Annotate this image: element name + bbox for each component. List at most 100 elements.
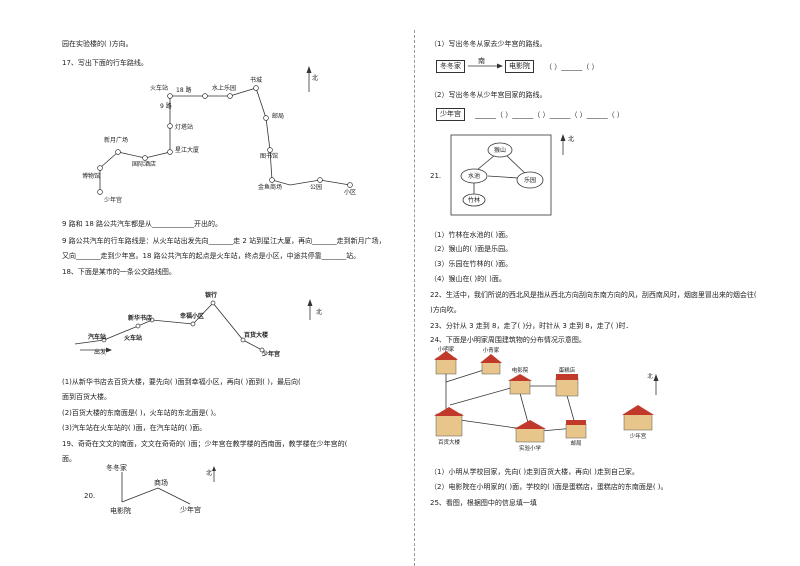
route1-blanks: （ ）______（ ） bbox=[545, 63, 599, 71]
label-museum: 博物馆 bbox=[82, 172, 100, 180]
node-monkey-hill bbox=[487, 142, 513, 158]
label-xiaoming-home: 小明家 bbox=[438, 345, 455, 353]
label-pond: 水池 bbox=[468, 172, 480, 180]
line-cinema-mall bbox=[121, 487, 159, 503]
label-post-office: 邮局 bbox=[272, 112, 284, 120]
building-xiaoming-home bbox=[434, 351, 458, 375]
building-cake-shop bbox=[555, 374, 579, 397]
label-cinema-24: 电影院 bbox=[512, 366, 529, 374]
left-line-7: (2)百货大楼的东南面是( )，火车站的东北面是( )。 bbox=[62, 409, 221, 417]
label-dongdong-home: 冬冬家 bbox=[106, 463, 127, 472]
label-xiaoqing-home: 小青家 bbox=[483, 346, 500, 354]
question-22-line-2: )方向吹。 bbox=[430, 306, 461, 314]
stop-car-station bbox=[101, 337, 107, 343]
stop-goldfish-mall bbox=[269, 177, 275, 183]
right-line-5: （3）乐园在竹林的( )面。 bbox=[430, 260, 513, 268]
north-arrow-head-24 bbox=[653, 374, 659, 381]
road-to-cinema bbox=[449, 385, 519, 406]
question-21-number: 21. bbox=[430, 172, 442, 180]
bus-route-map-18: 北 银行 幸福小区 新华书店 火车站 百货大楼 汽车站 少年宫 出发 bbox=[74, 291, 322, 358]
question-22-line-1: 22、生活中，我们所说的西北风是指从西北方向刮向东南方向的风，刮西南风时，烟囱里… bbox=[430, 291, 757, 299]
stop-xinyue-square bbox=[115, 149, 121, 155]
label-train-18: 火车站 bbox=[124, 334, 142, 342]
north-label-21: 北 bbox=[568, 135, 574, 143]
left-line-4: 又向_______走到少年宫。18 路公共汽车的起点是火车站，终点是小区，中途共… bbox=[62, 252, 361, 260]
question-17: 17、写出下面的行车路线。 bbox=[62, 59, 148, 67]
building-xiaoqing-home bbox=[480, 354, 502, 375]
right-line-4: （2）猴山的( )面是乐园。 bbox=[430, 245, 513, 253]
label-childrens-palace-20: 少年宫 bbox=[180, 505, 201, 514]
road-cake-post bbox=[565, 391, 576, 425]
label-bamboo: 竹林 bbox=[468, 196, 480, 204]
question-20-number: 20. bbox=[84, 492, 96, 500]
right-line-6: （4）猴山在( )的( )面。 bbox=[430, 275, 506, 283]
node-pond bbox=[460, 168, 488, 184]
question-23: 23、分针从 3 走到 8，走了( )分，时针从 3 走到 8，走了( )时． bbox=[430, 322, 633, 330]
stop-community bbox=[347, 182, 353, 188]
zoo-border bbox=[450, 134, 552, 216]
neighborhood-map-24: 北 小明家 小青家 电影院 蛋糕店 百货大楼 实验小学 邮局 少年宫 bbox=[434, 345, 659, 452]
column-divider bbox=[414, 30, 415, 566]
label-water-park: 水上乐园 bbox=[212, 84, 236, 92]
stop-post-office bbox=[263, 115, 269, 121]
label-intl-hotel: 国际酒店 bbox=[132, 160, 156, 168]
north-arrow-head-18 bbox=[307, 299, 313, 306]
label-school: 实验小学 bbox=[519, 444, 542, 452]
north-label-18: 北 bbox=[316, 308, 322, 316]
route2-start-box: 少年宫 bbox=[436, 108, 465, 121]
label-childrens-palace-24: 少年宫 bbox=[630, 432, 647, 440]
label-cake-shop: 蛋糕店 bbox=[559, 366, 576, 374]
label-post-office-24: 邮局 bbox=[570, 439, 581, 447]
building-school bbox=[514, 420, 546, 443]
stop-train-station-18 bbox=[135, 323, 141, 329]
stop-train-station bbox=[167, 93, 173, 99]
right-line-2: （2）写出冬冬从少年宫回家的路线。 bbox=[430, 91, 547, 99]
north-arrow-head-20 bbox=[212, 466, 216, 471]
label-mall: 商场 bbox=[154, 478, 168, 487]
label-monkey-hill: 猴山 bbox=[494, 146, 506, 154]
left-line-5: (1)从新华书店去百货大楼，要先向( )面到幸福小区，再向( )面到( )，最后… bbox=[62, 378, 301, 386]
left-line-3: 9 路公共汽车的行车路线是：从火车站出发先向_______走 2 站到星江大厦，… bbox=[62, 237, 386, 245]
right-line-1: （1）写出冬冬从家去少年宫的路线。 bbox=[430, 40, 547, 48]
route-18-bus-line bbox=[74, 302, 263, 351]
label-book-city: 书城 bbox=[250, 76, 262, 84]
route-18-line bbox=[170, 87, 351, 186]
bus-route-map-17: 北 火车站 18 路 水上乐园 书城 9 路 灯塔站 邮局 新月广场 星江大厦 … bbox=[82, 66, 356, 204]
north-label-17: 北 bbox=[312, 74, 318, 82]
label-library: 图书馆 bbox=[260, 152, 278, 160]
stop-museum bbox=[97, 165, 103, 171]
stop-water-park bbox=[227, 93, 233, 99]
left-line-8: (3)汽车站在火车站的( )面，在汽车站的( )面。 bbox=[62, 424, 207, 432]
label-cinema: 电影院 bbox=[110, 506, 131, 515]
label-car-station: 汽车站 bbox=[88, 333, 106, 341]
left-line-2: 9 路和 18 路公共汽车都是从____________开出的。 bbox=[62, 220, 223, 228]
node-bamboo bbox=[462, 193, 486, 207]
start-arrow-head bbox=[106, 347, 112, 353]
direction-map-20: 北 冬冬家 商场 电影院 少年宫 bbox=[106, 463, 216, 515]
route2-blanks: ______（ ）______（ ）______（ ）______（ ） bbox=[475, 111, 624, 119]
label-goldfish-mall: 金鱼商场 bbox=[258, 183, 282, 191]
label-bank: 银行 bbox=[205, 291, 217, 299]
label-route-18: 18 路 bbox=[176, 86, 192, 94]
question-19: 19、奇奇在文文的南面，文文在奇奇的( )面；少年宫在教学楼的西南面，教学楼在少… bbox=[62, 440, 348, 448]
building-department-store bbox=[434, 407, 464, 437]
route1-arrow: 南 bbox=[468, 56, 503, 69]
stop-18-a bbox=[202, 93, 208, 99]
stop-xingfu-community bbox=[190, 321, 196, 327]
label-department-store: 百货大楼 bbox=[244, 331, 268, 339]
label-train-station: 火车站 bbox=[150, 84, 168, 92]
label-depart: 出发 bbox=[94, 348, 106, 356]
line-mall-palace bbox=[157, 487, 191, 505]
label-childrens-palace: 少年宫 bbox=[104, 196, 122, 204]
right-line-7: （1）小明从学校回家，先向( )走到百货大楼，再向( )走到自己家。 bbox=[430, 468, 639, 476]
building-childrens-palace bbox=[622, 405, 654, 431]
label-childrens-palace-18: 少年宫 bbox=[261, 350, 280, 358]
building-cinema bbox=[508, 374, 532, 395]
question-18: 18、下面是某市的一条公交路线图。 bbox=[62, 268, 176, 276]
left-line-1: 园在实验楼的( )方向。 bbox=[62, 40, 133, 48]
question-25: 25、看图，根据图中的信息填一填 bbox=[430, 499, 537, 507]
stop-bank bbox=[210, 300, 216, 306]
stop-book-city bbox=[253, 85, 259, 91]
right-line-3: （1）竹林在水池的( )面。 bbox=[430, 231, 513, 239]
label-park: 公园 bbox=[310, 184, 322, 191]
